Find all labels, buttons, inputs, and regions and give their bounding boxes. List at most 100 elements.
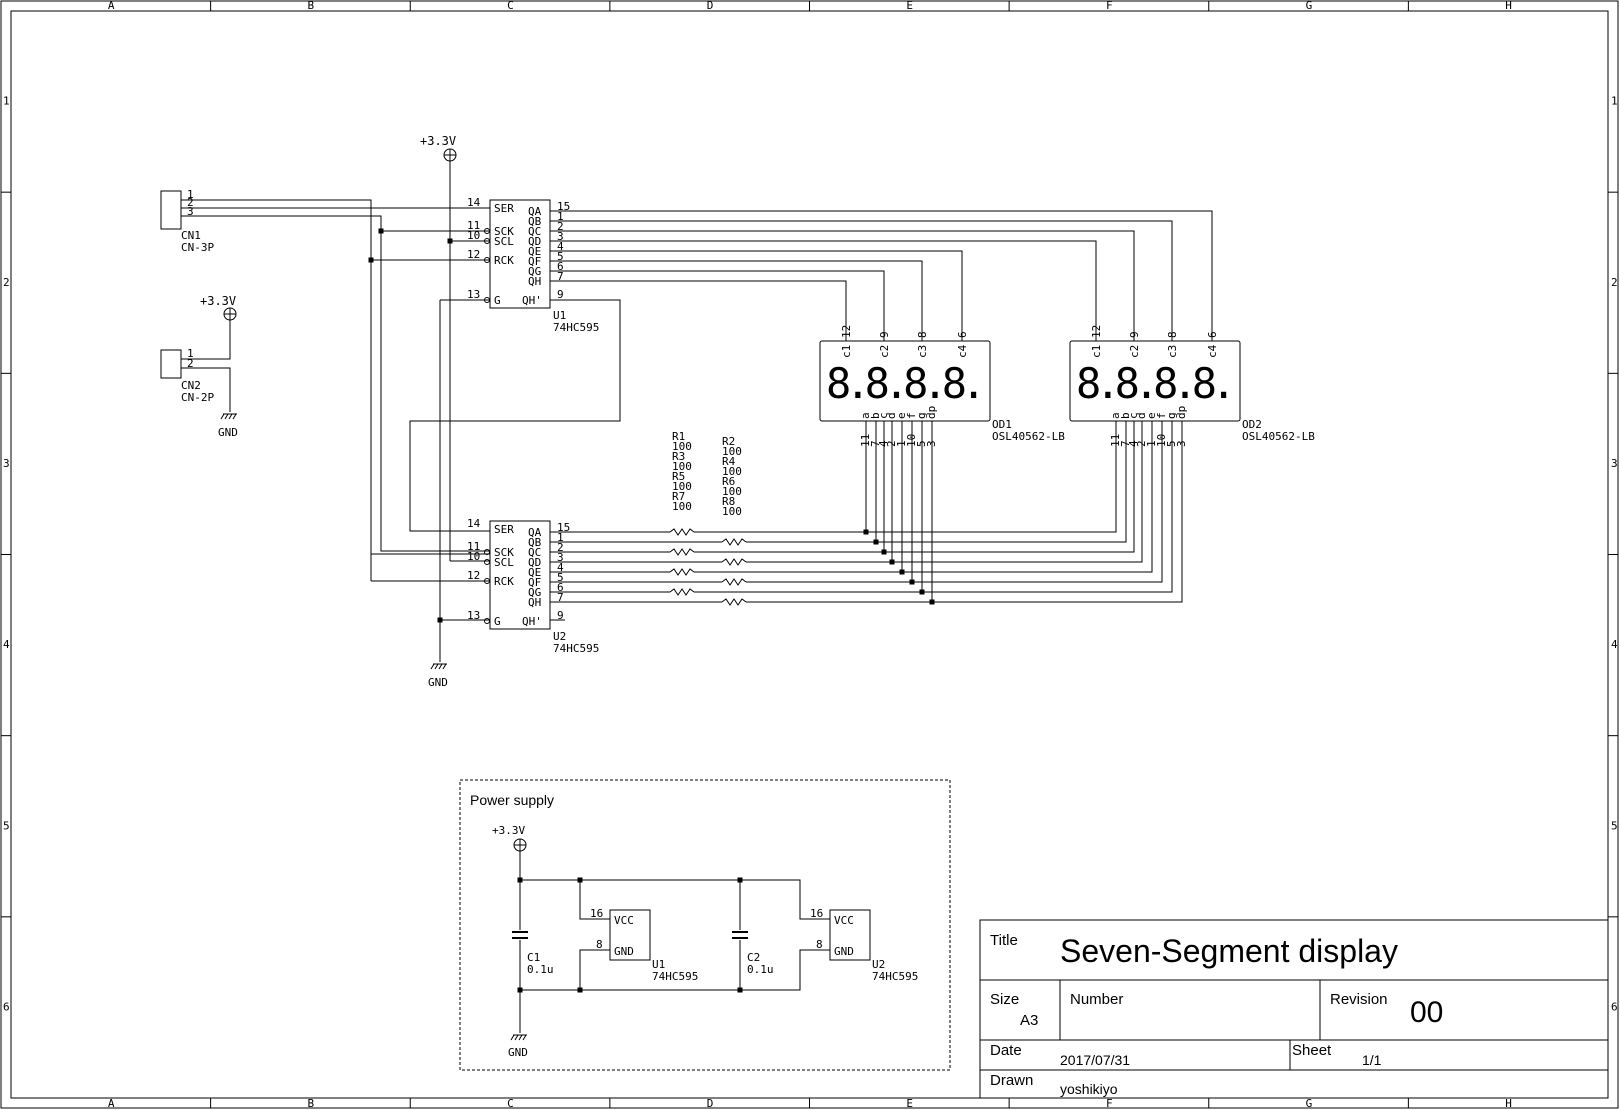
od2-seg-pin-num: 4 [1127,440,1140,447]
od2-body [1069,340,1241,422]
od2-seg-pin-num: 10 [1155,434,1168,447]
u1-left-pin-name: G [494,294,501,307]
u2-left-pin-name: SCL [494,556,514,569]
tb-sheet: 1/1 [1362,1052,1382,1068]
od1-seg-pin-num: 2 [885,440,898,447]
ps-u1-vcc-num: 16 [590,907,603,920]
od2-common-pin-name: c3 [1166,345,1179,358]
u2-right-pin-num: 3 [557,551,564,564]
od2-seg-pin-name: e [1145,412,1158,419]
wire-u1-to-od2-common [550,230,1135,341]
od2-common-pin-num: 12 [1090,325,1103,338]
gnd-label-u-bus: GND [428,676,448,689]
od1-seg-pin-name: dp [925,406,938,419]
od2-common-pin-num: 6 [1206,331,1219,338]
od1-seg-pin-name: c [877,412,890,419]
resistor-ref: R4 [722,455,736,468]
u1-right-pin-num: 15 [557,200,570,213]
u2-left-pin-name: SCK [494,546,514,559]
frame-row-label-right: 2 [1611,276,1618,289]
frame-col-label-top: G [1306,0,1313,12]
ps-junction [517,877,523,883]
frame-row-label-left: 4 [3,638,10,651]
wire-resistor-to-od2-segment [746,421,1163,583]
cn1-body [160,190,182,230]
resistor-zigzag [721,538,747,546]
u1-right-pin-name: QB [528,215,542,228]
u1-value: 74HC595 [553,321,599,334]
ps-u2-gnd-num: 8 [816,938,823,951]
junction-segment [929,599,935,605]
u1-right-pin-name: QF [528,255,541,268]
resistor-ref: R2 [722,435,735,448]
ps-u1-vcc-name: VCC [614,914,634,927]
resistor-ref: R6 [722,475,735,488]
u2-right-pin-name: QC [528,546,541,559]
wire-cn1-pin3-sck [181,215,490,552]
frame-col-label-bottom: F [1106,1097,1113,1110]
od1-digits: 8.8.8.8. [826,359,980,408]
tb-drawn: yoshikiyo [1060,1081,1118,1097]
ps-junction [517,987,523,993]
wire-cn2-pin1-vcc [181,318,231,360]
od2-seg-pin-name: f [1155,412,1168,419]
u1-left-pin-name: SCK [494,225,514,238]
frame-col-label-bottom: B [307,1097,314,1110]
junction-scl-u1 [447,238,453,244]
od2-seg-pin-name: c [1127,412,1140,419]
frame-row-label-right: 6 [1611,1000,1618,1013]
od2-seg-pin-num: 5 [1165,440,1178,447]
u2-pin-bubble [484,559,490,565]
junction-segment [863,529,869,535]
u2-right-pin-name: QB [528,536,542,549]
frame-row-label-left: 3 [3,457,10,470]
wire-u1-to-od2-common [550,220,1173,341]
gnd-symbol-ps-hatch [514,1034,519,1041]
gnd-symbol-cn2-hatch [220,413,225,420]
gnd-symbol-cn2-hatch [228,413,233,420]
od1-seg-pin-name: g [915,412,928,419]
ps-u1-ref: U1 [652,958,665,971]
u1-left-pin-num: 13 [467,288,480,301]
u1-right-pin-num: 3 [557,230,564,243]
resistor-value: 100 [672,480,692,493]
vcc-label-cn2: +3.3V [200,294,236,308]
ps-u1-value: 74HC595 [652,970,698,983]
ps-u1-gnd-name: GND [614,945,634,958]
cn2-pin2: 2 [187,357,194,370]
u2-left-pin-num: 13 [467,609,480,622]
tb-number-label: Number [1070,991,1123,1008]
od1-common-pin-num: 12 [840,325,853,338]
frame-col-label-top: E [906,0,913,12]
od2-seg-pin-num: 11 [1109,434,1122,447]
resistor-zigzag [721,598,747,606]
resistor-ref: R3 [672,450,685,463]
u1-left-pin-name: SER [494,202,514,215]
od1-common-pin-name: c3 [916,345,929,358]
c1-ref: C1 [527,951,540,964]
tb-date-label: Date [990,1042,1022,1059]
ps-gnd-u1 [579,949,610,990]
resistor-ref: R1 [672,430,685,443]
resistor-value: 100 [722,445,742,458]
od2-seg-pin-num: 2 [1135,440,1148,447]
ps-u1-gnd-num: 8 [596,938,603,951]
od1-common-pin-num: 8 [916,331,929,338]
u1-right-pin-num: 7 [557,270,564,283]
od2-common-pin-name: c4 [1206,344,1219,358]
od2-seg-pin-name: b [1119,412,1132,419]
od2-common-pin-name: c2 [1128,345,1141,358]
u2-right-pin-name: QH [528,596,541,609]
u1-right-pin-name: QA [528,205,542,218]
od1-seg-pin-num: 4 [877,440,890,447]
wire-resistor-to-od2-segment [746,421,1143,563]
frame-col-label-top: H [1505,0,1512,12]
u2-right-pin-name: QE [528,566,541,579]
vcc-label-u-top: +3.3V [420,134,456,148]
cn2-pin1: 1 [187,347,194,360]
od2-ref: OD2 [1242,418,1262,431]
u1-right-pin-num: 2 [557,220,564,233]
u1-qh-prime-num: 9 [557,288,564,301]
ps-vcc-label: +3.3V [492,824,525,837]
resistor-value: 100 [722,485,742,498]
